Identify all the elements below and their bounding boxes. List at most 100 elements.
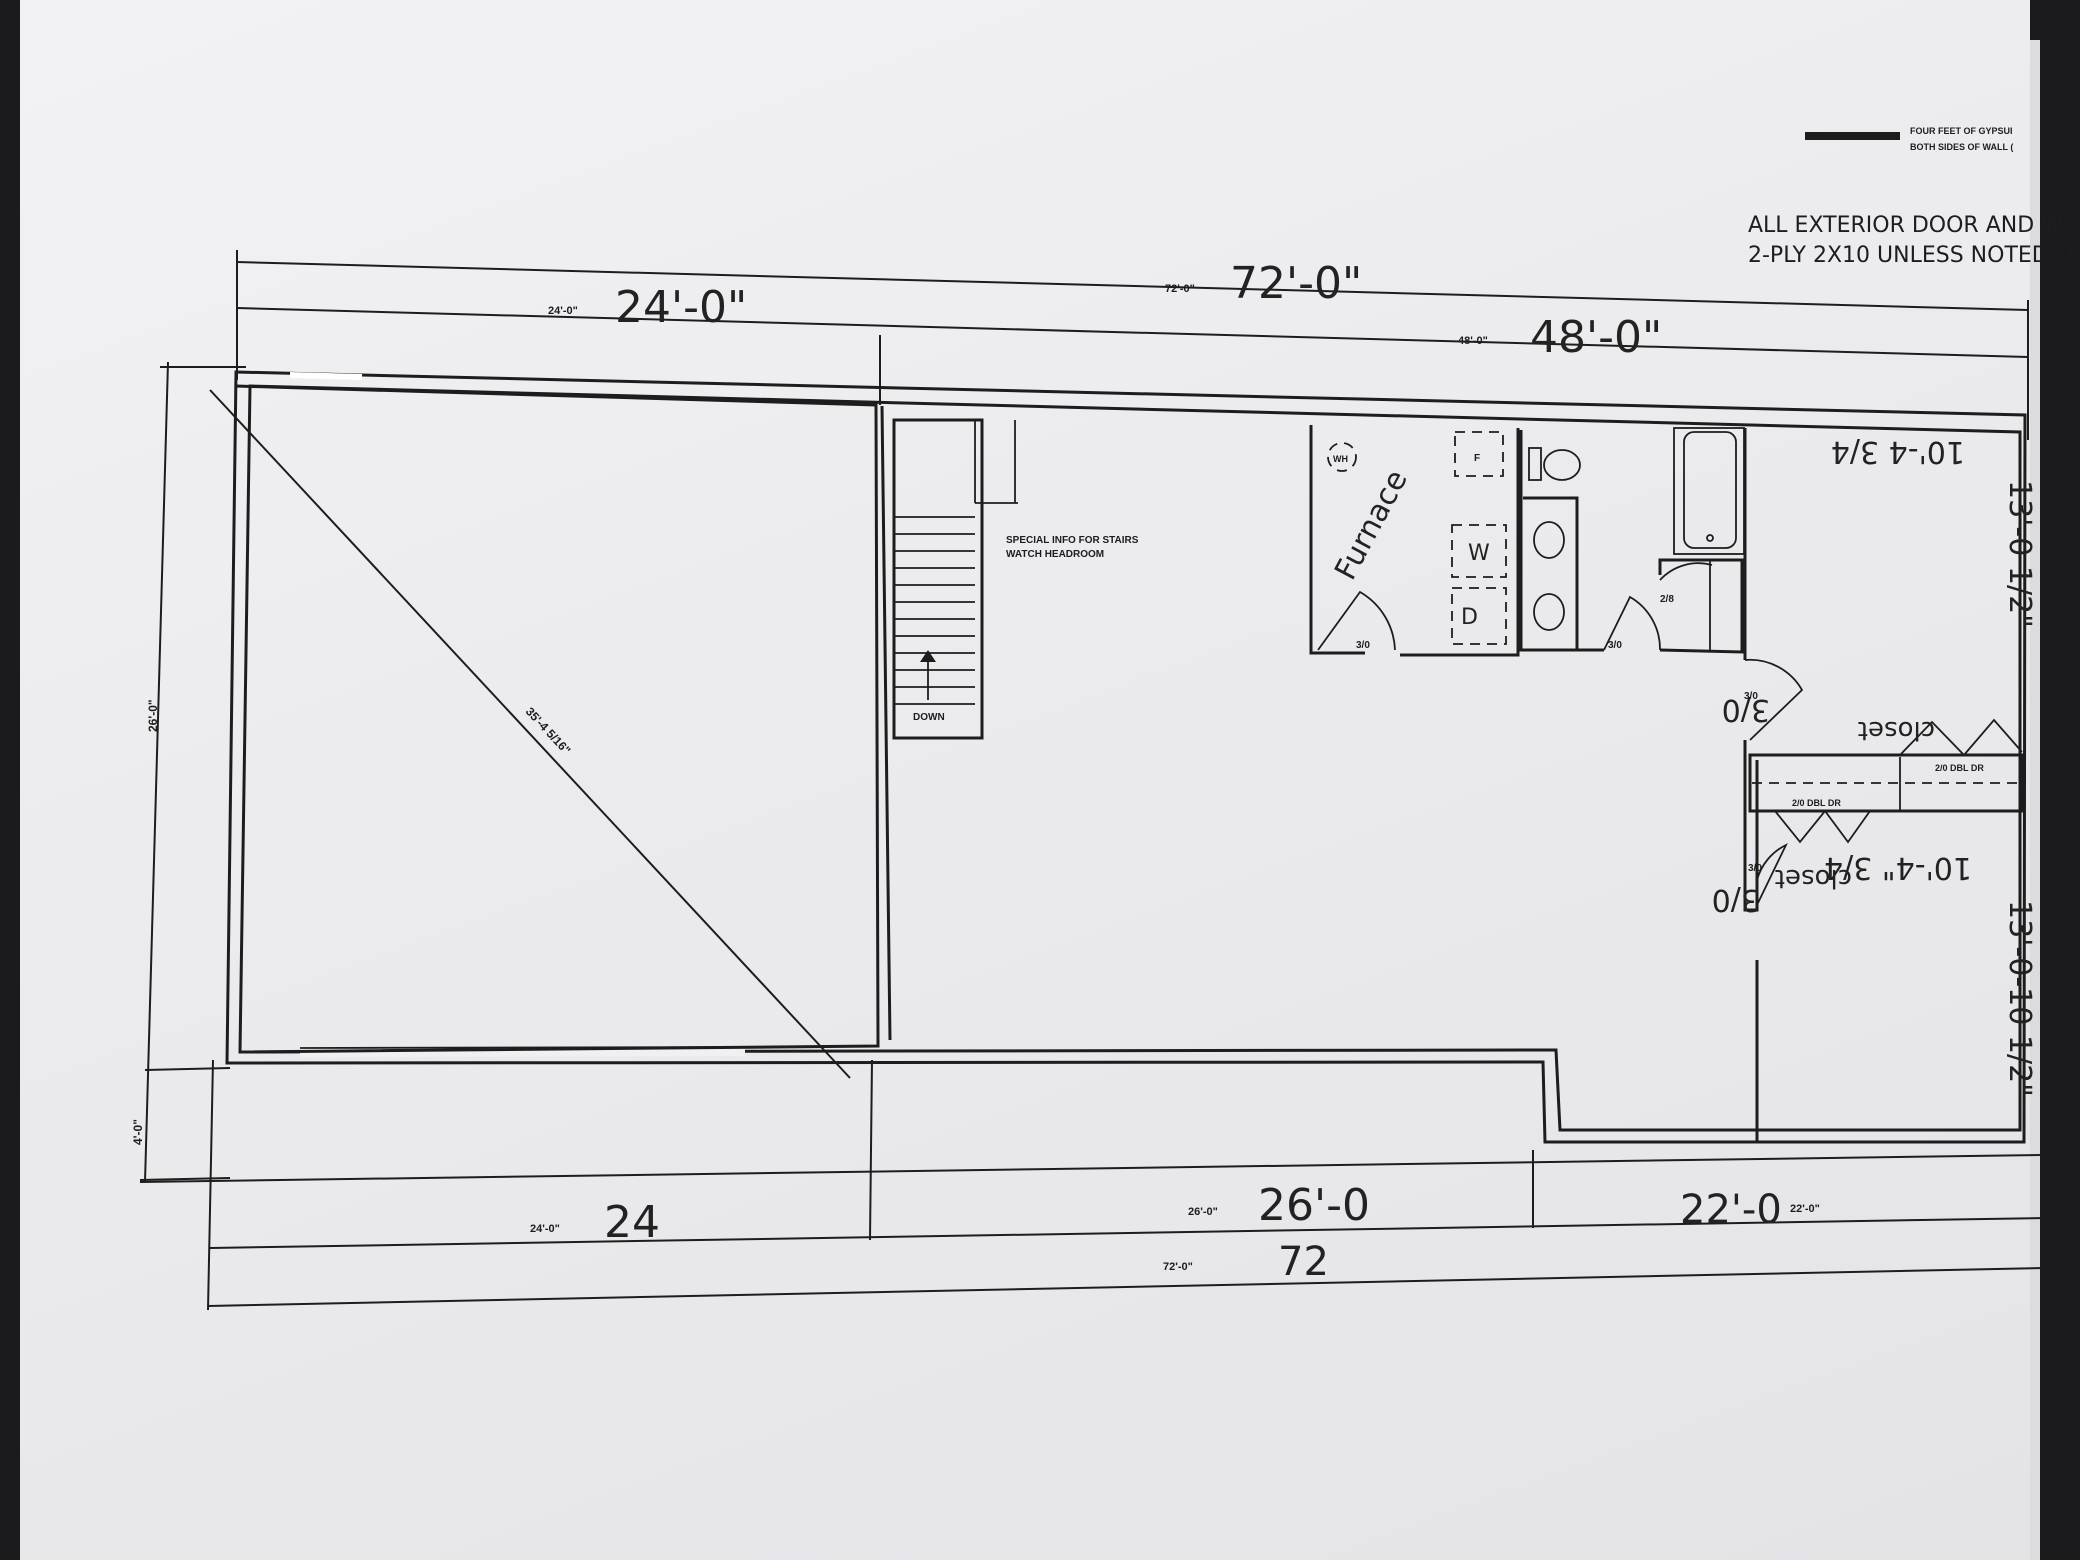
bedroom2-door-label: 3/0: [1748, 863, 1762, 874]
bedroom2-door-hand: 3/0: [1712, 882, 1760, 917]
closet-bifold-door: [1774, 809, 1871, 844]
top-overall-handwritten: 72'-0": [1230, 258, 1362, 309]
bedroom2-width-hand: 10'-4" 3/4: [1824, 850, 1972, 885]
furnace-box-label: F: [1474, 453, 1480, 464]
bedroom1-door-label: 3/0: [1744, 691, 1758, 702]
linen-closet-wall: [1658, 558, 1744, 654]
closet2-label: 2/0 DBL DR: [1792, 798, 1841, 808]
bath-door-label: 3/0: [1608, 640, 1622, 651]
dim-tick: [869, 1059, 873, 1241]
bottom-overall-dim-line: [207, 1267, 2046, 1307]
sink-1: [1533, 521, 1565, 559]
bottom-split-dim-line: [209, 1217, 2046, 1249]
dryer: [1451, 587, 1507, 645]
dim-tick: [207, 1059, 214, 1311]
toilet-tank: [1528, 447, 1542, 481]
garage-wall: [235, 384, 880, 1054]
sink-2: [1533, 593, 1565, 631]
left-dimensions: 26'-0" 4'-0": [131, 361, 246, 1183]
garage-partition: [880, 405, 892, 1041]
left-side-dim-line: [144, 361, 169, 1183]
dryer-label: D: [1461, 605, 1478, 630]
bathroom: 3/0 2/8: [1519, 427, 1745, 654]
legend-line2: BOTH SIDES OF WALL (: [1910, 142, 2013, 152]
furnace-handwritten: Furnace: [1328, 464, 1415, 585]
furnace-box: [1454, 431, 1504, 477]
washer: [1451, 524, 1507, 578]
legend-line1: FOUR FEET OF GYPSUI: [1910, 126, 2013, 136]
toilet: [1543, 449, 1581, 481]
stairs: DOWN SPECIAL INFO FOR STAIRS WATCH HEADR…: [892, 418, 1139, 740]
bedroom1-width-hand: 10'-4 3/4: [1831, 434, 1965, 469]
exterior-wall-outer: [225, 370, 2027, 1144]
bathtub: [1683, 431, 1737, 549]
bottom-base-line: [139, 1154, 2041, 1183]
stair-arrow-head: [920, 650, 936, 662]
stair-direction: DOWN: [913, 712, 945, 723]
utility-door-label: 3/0: [1356, 640, 1370, 651]
legend: FOUR FEET OF GYPSUI BOTH SIDES OF WALL (: [1805, 126, 2013, 152]
utility-wall: [1309, 425, 1365, 655]
washer-label: W: [1468, 541, 1490, 566]
bedroom-corridor-wall: [1743, 740, 1759, 912]
bottom-overall-printed: 72'-0": [1163, 1261, 1193, 1273]
exterior-wall-inner: [238, 384, 2022, 1132]
handwritten-notes: 10'-4 3/4 13'-0 1/2" closet 3/0 10'-4" 3…: [1712, 434, 2037, 1097]
top-overall-printed: 72'-0": [1165, 283, 1195, 295]
top-left-printed: 24'-0": [548, 305, 578, 317]
top-left-handwritten: 24'-0": [615, 282, 747, 333]
utility-room: WH F W D Furnace 3/0: [1309, 425, 1520, 657]
stair-treads: [894, 516, 975, 705]
general-note-line2: 2-PLY 2X10 UNLESS NOTED O: [1748, 243, 2073, 268]
window-opening: [289, 372, 363, 380]
bedroom1-door-hand: 3/0: [1722, 692, 1770, 727]
closet-bifold-door: [1899, 718, 2023, 757]
bedroom1-door-swing: [1744, 658, 1804, 741]
bottom-left-printed: 24'-0": [530, 1223, 560, 1235]
exterior-walls: [225, 370, 2027, 1144]
linen-door-label: 2/8: [1660, 594, 1674, 605]
bath-door-swing: [1603, 595, 1661, 651]
garage: 35'-4 5/16": [209, 384, 892, 1079]
bedroom2-door-swing: [1756, 843, 1788, 906]
top-split-dim-line: [236, 307, 2029, 358]
water-heater-label: WH: [1333, 454, 1348, 464]
closet-block: [1748, 753, 2024, 813]
tub-drain: [1706, 534, 1714, 542]
utility-wall: [1400, 428, 1520, 657]
blueprint-paper: [20, 0, 2030, 1560]
bottom-mid-printed: 26'-0": [1188, 1206, 1218, 1218]
bedroom1-closet-hand: closet: [1858, 715, 1935, 745]
bottom-dimensions: 24'-0" 24 26'-0" 26'-0 22'-0 22'-0" 72'-…: [139, 1059, 2046, 1311]
top-overall-dim-line: [236, 261, 2029, 311]
linen-door-swing: [1659, 562, 1713, 581]
top-dimensions: 72'-0" 72'-0" 24'-0" 24'-0" 48'-0" 48'-0…: [236, 250, 2029, 440]
bedroom2-length-hand: 13'-0-10 1/2": [2002, 900, 2037, 1097]
bottom-right-printed: 22'-0": [1790, 1203, 1820, 1215]
stair-note-line2: WATCH HEADROOM: [1006, 549, 1104, 560]
left-side-printed: 26'-0": [146, 699, 160, 732]
general-note-line1: ALL EXTERIOR DOOR AND WI: [1748, 213, 2069, 238]
general-note: ALL EXTERIOR DOOR AND WI 2-PLY 2X10 UNLE…: [1748, 213, 2073, 268]
diagonal-printed: 35'-4 5/16": [523, 704, 574, 757]
bottom-mid-handwritten: 26'-0: [1258, 1180, 1370, 1231]
water-heater: [1327, 442, 1357, 472]
utility-door-swing: [1317, 590, 1396, 651]
stair-well: [892, 418, 984, 740]
dim-tick: [144, 1067, 231, 1071]
dim-tick: [139, 1177, 231, 1181]
closet1-label: 2/0 DBL DR: [1935, 763, 1984, 773]
bottom-left-handwritten: 24: [604, 1197, 660, 1248]
bedroom1-length-hand: 13'-0 1/2": [2002, 480, 2037, 628]
bedroom2-closet-hand: closet: [1775, 863, 1852, 893]
garage-diagonal: [209, 389, 851, 1079]
bottom-overall-handwritten: 72: [1278, 1239, 1329, 1285]
bottom-right-handwritten: 22'-0: [1680, 1187, 1782, 1233]
top-right-printed: 48'-0": [1458, 335, 1488, 347]
bedroom-wing: 3/0 3/0 2/0 DBL DR 2/0 DBL DR: [1743, 428, 2024, 1142]
top-right-handwritten: 48'-0": [1530, 312, 1662, 363]
stair-note-line1: SPECIAL INFO FOR STAIRS: [1006, 535, 1139, 546]
left-jog-printed: 4'-0": [131, 1119, 145, 1145]
